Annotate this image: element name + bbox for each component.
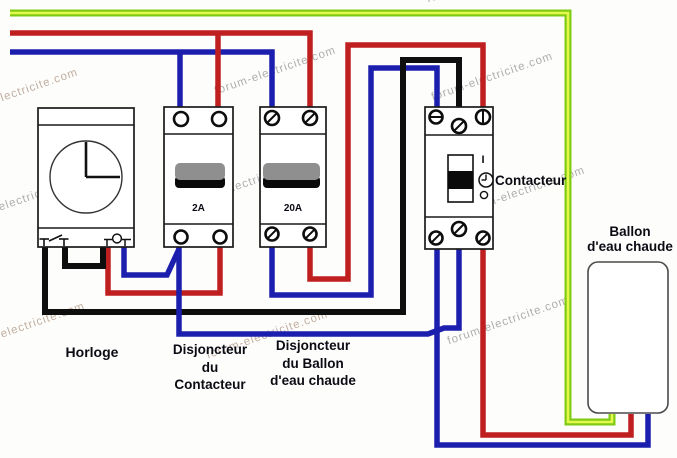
wires (10, 9, 651, 448)
terminal-2a-top-right (210, 110, 228, 128)
contactor-position-on-label: I (481, 154, 485, 166)
breaker-2a-rating: 2A (192, 203, 205, 214)
ballon-label-line2: d'eau chaude (587, 238, 673, 254)
horloge-internals (39, 140, 131, 246)
contactor-internals (447, 154, 494, 203)
horloge-motor-symbol (104, 233, 131, 246)
wire-neutral-horloge-2a (121, 244, 182, 278)
wire-neutral-contactor-ballon (434, 245, 651, 448)
ballon-box (587, 261, 669, 414)
disjoncteur-contacteur-line3: Contacteur (174, 377, 246, 392)
contactor-position-off-icon (479, 190, 489, 200)
wire-black-horloge-contactor-a1 (42, 57, 462, 315)
wire-neutral-bus (10, 49, 275, 113)
terminal-2a-top-left (172, 110, 190, 128)
wire-earth-core (10, 11, 614, 424)
terminal-2a-bottom-left (173, 229, 189, 245)
wire-phase-horloge-2a (105, 243, 223, 296)
wire-neutral-20a-contactor (269, 65, 440, 298)
disjoncteur-ballon-line3: d'eau chaude (270, 373, 356, 388)
disjoncteur-contacteur-label: Disjoncteur du Contacteur (154, 341, 266, 394)
contacteur-label: Contacteur (495, 173, 567, 188)
wire-black-horloge-jumper (62, 244, 106, 269)
contactor-switch-slider[interactable] (448, 171, 473, 189)
breaker-20a-rating: 20A (283, 203, 303, 214)
breaker-2a-rocker[interactable] (175, 163, 225, 180)
wire-phase-bus (10, 30, 313, 113)
terminal-screw-slots (266, 111, 488, 243)
disjoncteur-ballon-label: Disjoncteur du Ballon d'eau chaude (256, 337, 370, 390)
terminal-2a-bottom-right (212, 229, 228, 245)
ballon-label-line1: Ballon (609, 224, 651, 239)
horloge-switch-symbol (39, 234, 69, 246)
wire-phase-contactor-ballon (480, 245, 634, 438)
wire-phase-20a-contactor (307, 42, 486, 282)
disjoncteur-ballon-line1: Disjoncteur (275, 338, 351, 353)
breaker-rockers (175, 163, 320, 188)
disjoncteur-contacteur-line2: du (201, 359, 219, 375)
ballon-label: Ballon d'eau chaude (577, 224, 677, 254)
horloge-label: Horloge (65, 344, 119, 360)
device-dividers (38, 124, 493, 229)
breaker-20a-rocker[interactable] (263, 163, 320, 180)
disjoncteur-ballon-line2: du Ballon (282, 355, 344, 371)
disjoncteur-contacteur-line1: Disjoncteur (172, 342, 248, 357)
